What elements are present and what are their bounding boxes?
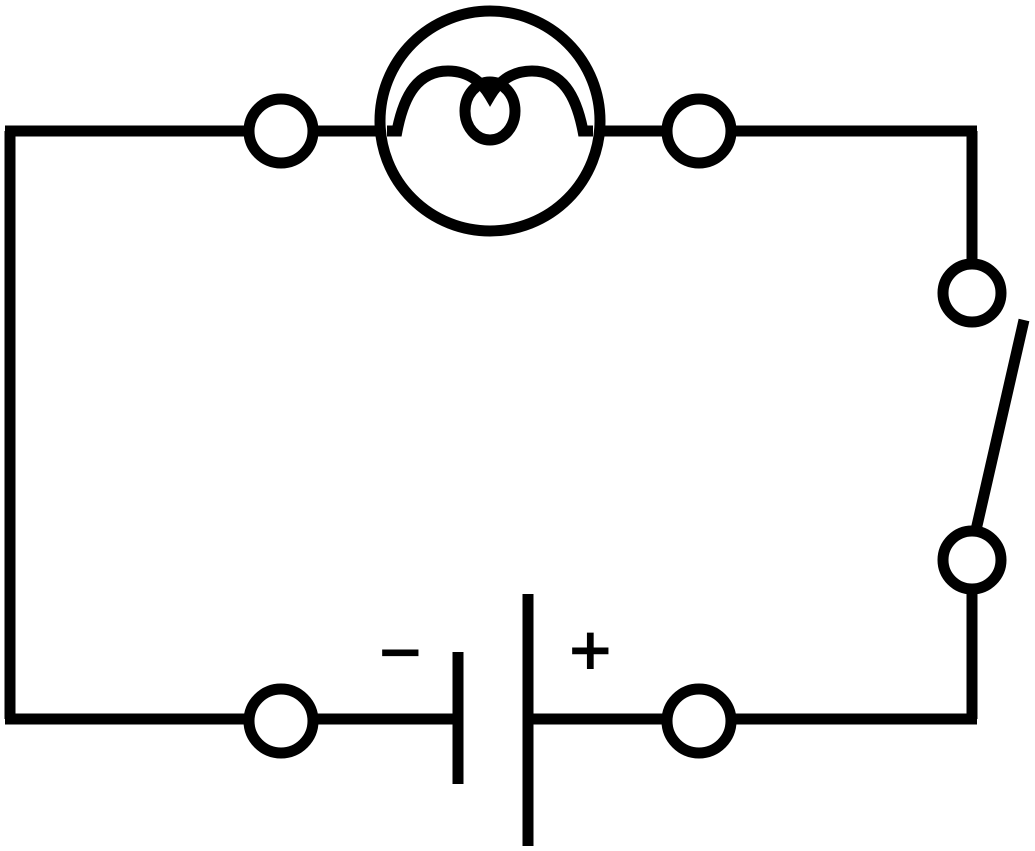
terminal-switch-upper	[937, 258, 1007, 328]
terminal-switch-lower	[937, 525, 1007, 595]
lamp-bulb-outline	[374, 5, 606, 237]
battery-cell-icon	[452, 594, 534, 846]
battery-negative-label: −	[376, 617, 425, 685]
terminal-group	[243, 93, 1007, 759]
terminal-bottom-left	[243, 683, 319, 759]
switch-icon	[970, 318, 1030, 532]
lamp-filament-loop	[459, 76, 521, 146]
lamp-icon	[374, 5, 606, 237]
terminal-top-right	[661, 93, 737, 169]
battery-positive-label: +	[566, 615, 615, 683]
wire-group	[4, 125, 978, 725]
terminal-top-left	[243, 93, 319, 169]
terminal-bottom-right	[661, 683, 737, 759]
lamp-filament	[387, 65, 593, 137]
